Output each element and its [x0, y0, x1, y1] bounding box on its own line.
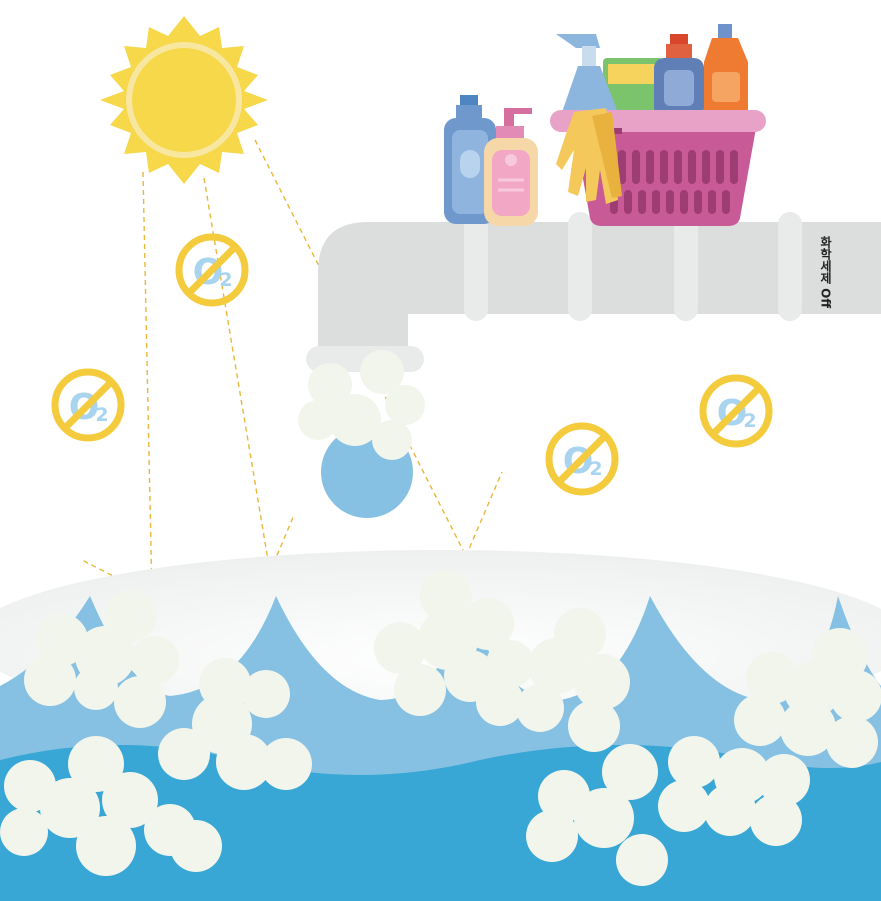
- no-oxygen-icon: [549, 426, 615, 492]
- pipe: [306, 212, 881, 372]
- no-oxygen-icon: [179, 237, 245, 303]
- soap-dispenser-icon: [484, 108, 538, 226]
- no-oxygen-icon: [703, 378, 769, 444]
- sun-icon: [100, 16, 268, 184]
- water-foam: [0, 570, 881, 886]
- pipe-label: 화학세제 Off: [818, 235, 833, 309]
- no-oxygen-icon: [55, 372, 121, 438]
- pipe-foam: [298, 350, 425, 518]
- rubber-gloves-icon: [556, 108, 622, 204]
- detergent-bottle-icon: [444, 95, 496, 224]
- sunlight-rays: [81, 139, 503, 597]
- basket-contents: [556, 24, 748, 118]
